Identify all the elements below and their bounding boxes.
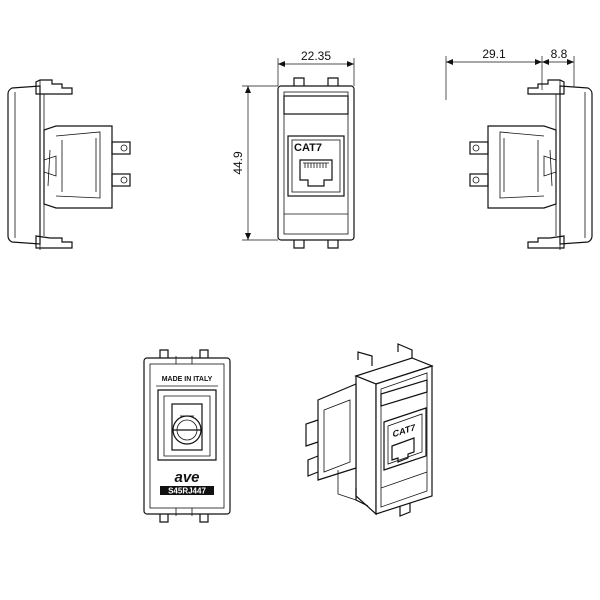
dim-arrow-left — [278, 61, 285, 67]
dim-height: 44.9 — [231, 151, 245, 175]
right-side-view: 29.1 8.8 — [445, 47, 593, 250]
rear-brand-label: ave — [174, 469, 199, 486]
dim-arrow-top — [245, 86, 251, 93]
rear-code-plate — [160, 486, 214, 495]
front-view: 22.35 44.9 CAT7 — [231, 49, 355, 249]
rear-view: MADE IN ITALY ave S45RJ447 — [143, 349, 231, 523]
isometric-view: CAT7 — [305, 343, 434, 517]
dim-side-flange: 8.8 — [551, 47, 568, 61]
dim-front-width: 22.35 — [301, 49, 331, 63]
dim-arrow-bottom — [245, 233, 251, 240]
dim-side-depth: 29.1 — [482, 47, 506, 61]
left-side-view — [7, 79, 131, 250]
dim-arrow-right — [347, 61, 354, 67]
front-socket-label: CAT7 — [294, 142, 322, 154]
rear-code-label: S45RJ447 — [168, 487, 206, 496]
rear-made-in-label: MADE IN ITALY — [162, 376, 213, 383]
